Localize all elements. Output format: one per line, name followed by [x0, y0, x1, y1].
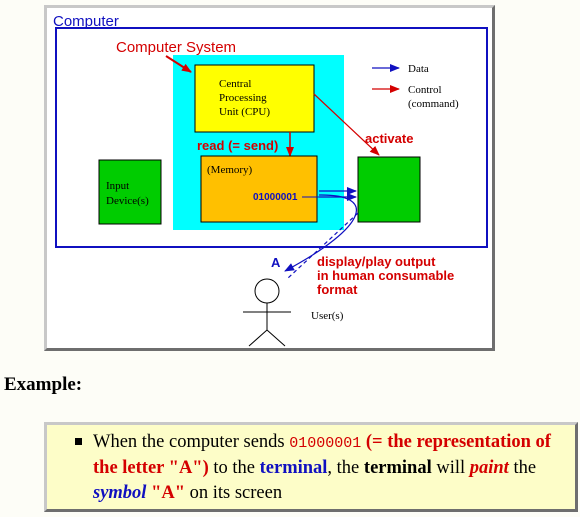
user-figure: [243, 278, 291, 347]
symbol-a-label: A: [271, 255, 281, 270]
diagram-frame: Computer Computer System Central Process…: [44, 5, 495, 351]
bullet-text-part: on its screen: [184, 483, 283, 503]
terminal-term: terminal: [259, 458, 328, 478]
users-label: User(s): [311, 310, 344, 322]
memory-label: (Memory): [207, 164, 253, 176]
computer-system-pointer-arrow: [165, 55, 192, 73]
activate-arrow: [313, 93, 380, 156]
quoted-a: "A": [151, 483, 185, 503]
computer-system-diagram: Computer Computer System Central Process…: [53, 13, 488, 347]
bullet-text-part: will: [431, 458, 470, 478]
activate-label: activate: [365, 131, 413, 146]
legend-control-label: Control (command): [408, 84, 459, 110]
output-device-box: [357, 156, 421, 223]
bullet-text-part: the: [508, 458, 537, 478]
memory-value: 01000001: [253, 192, 298, 203]
symbol-term: symbol: [93, 483, 147, 503]
binary-code: 01000001: [289, 435, 362, 452]
paint-term: paint: [469, 458, 509, 478]
memory-box: [200, 155, 318, 223]
input-device-label: Input Device(s): [106, 180, 149, 207]
terminal-term: terminal: [363, 458, 432, 478]
display-output-label: display/play output in human consumable …: [317, 254, 458, 297]
computer-box: [55, 27, 488, 248]
representation-note: (= the representation of the letter "A"): [93, 432, 551, 478]
example-note-box: When the computer sends 01000001 (= the …: [44, 422, 578, 512]
output-dashed-line: [287, 212, 359, 279]
bullet-text-part: , the: [327, 458, 364, 478]
computer-system-label: Computer System: [116, 39, 236, 56]
example-heading: Example:: [4, 374, 83, 395]
read-label: read (= send): [197, 138, 278, 153]
cpu-box: [194, 64, 315, 133]
example-bullet-text: When the computer sends 01000001 (= the …: [93, 430, 569, 506]
cpu-label: Central Processing Unit (CPU): [219, 78, 270, 118]
bullet-marker: [75, 438, 82, 445]
bullet-text-part: When the computer sends: [93, 432, 290, 452]
legend-data-label: Data: [408, 63, 429, 75]
input-device-box: [98, 159, 162, 225]
computer-label: Computer: [53, 13, 119, 30]
bullet-text-part: to the: [208, 458, 260, 478]
